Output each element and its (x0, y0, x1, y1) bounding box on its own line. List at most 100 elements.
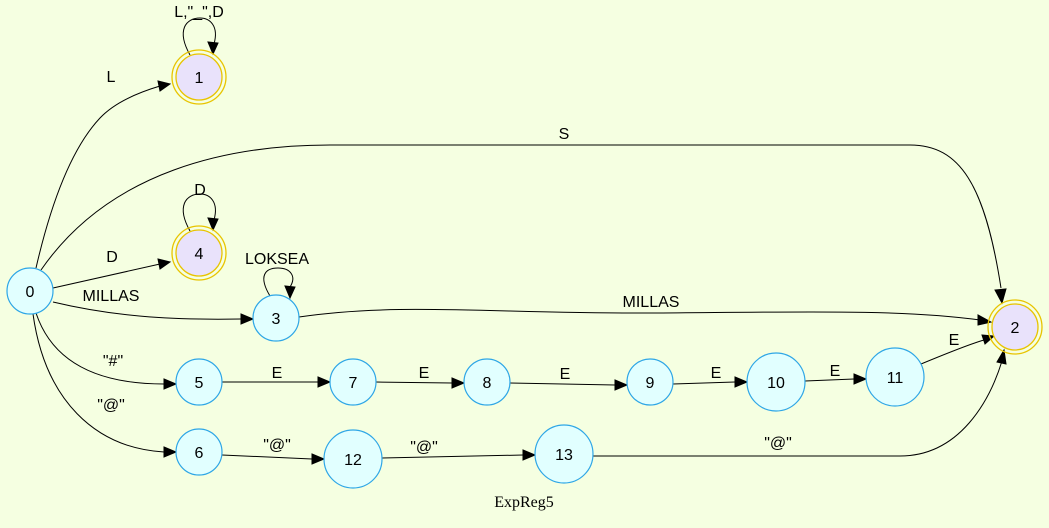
transition-0-to-5: "#" (35, 312, 178, 390)
transition-arrow (32, 313, 165, 453)
transition-arrow (298, 308, 981, 321)
state-label: 12 (344, 452, 362, 469)
arrowhead (284, 285, 296, 300)
state-3[interactable]: 3 (252, 294, 300, 342)
arrowhead (240, 313, 255, 325)
state-0[interactable]: 0 (6, 267, 54, 315)
transition-label: LOKSEA (245, 251, 309, 268)
state-circle (746, 352, 806, 412)
transition-arrow (381, 454, 524, 459)
state-7[interactable]: 7 (329, 358, 377, 406)
arrowhead (734, 376, 749, 388)
transition-label: E (949, 332, 960, 349)
state-12[interactable]: 12 (323, 429, 383, 489)
state-13[interactable]: 13 (534, 424, 594, 484)
transition-arrow (182, 17, 216, 56)
state-label: 11 (887, 370, 904, 387)
transition-arrow (35, 312, 165, 385)
transition-arrow (920, 339, 985, 365)
state-1[interactable]: 1 (171, 49, 227, 105)
state-circle (6, 267, 54, 315)
state-6[interactable]: 6 (175, 428, 223, 476)
transition-label: "@" (410, 439, 438, 456)
state-5[interactable]: 5 (175, 358, 223, 406)
state-label: 10 (767, 375, 785, 392)
arrowhead (522, 449, 537, 461)
state-label: 3 (272, 311, 281, 328)
state-circle (463, 358, 511, 406)
transition-label: S (559, 126, 570, 143)
state-11[interactable]: 11 (865, 347, 925, 407)
state-circle (175, 53, 223, 101)
state-label: 2 (1011, 320, 1020, 337)
transition-arrow (509, 382, 616, 386)
state-label: 4 (195, 246, 204, 263)
transition-13-to-2: "@" (593, 348, 1007, 457)
transition-label: E (711, 365, 722, 382)
state-label: 9 (646, 375, 655, 392)
transition-label: MILLAS (623, 294, 680, 311)
state-circle (175, 358, 223, 406)
transition-label: "#" (103, 353, 123, 370)
transition-arrow (375, 381, 453, 384)
transition-0-to-4: D (52, 249, 172, 289)
transition-4-to-4: D (182, 182, 219, 232)
diagram-title: ExpReg5 (494, 494, 554, 511)
state-label: 5 (195, 375, 204, 392)
transition-3-to-3: LOKSEA (245, 251, 309, 300)
transition-arrow (182, 193, 216, 232)
state-10[interactable]: 10 (746, 352, 806, 412)
arrowhead (614, 379, 629, 391)
state-circle (175, 428, 223, 476)
transition-arrow (52, 301, 242, 320)
transition-label: D (194, 182, 206, 199)
transition-arrow (672, 381, 736, 385)
transition-label: "@" (263, 437, 291, 454)
state-label: 13 (555, 447, 573, 464)
transition-3-to-2: MILLAS (298, 294, 993, 326)
arrowhead (157, 258, 172, 270)
state-4[interactable]: 4 (171, 225, 227, 281)
transition-label: E (419, 365, 430, 382)
transition-label: "@" (97, 397, 125, 414)
transition-arrow (593, 360, 1003, 457)
arrowhead (317, 376, 332, 388)
transition-arrow (263, 267, 294, 297)
transition-5-to-7: E (222, 365, 332, 388)
transition-arrow (35, 85, 161, 269)
transition-0-to-2: S (40, 126, 1007, 305)
state-label: 6 (195, 445, 204, 462)
state-circle (329, 358, 377, 406)
arrowhead (981, 334, 996, 345)
transition-label: "@" (764, 435, 792, 452)
transition-label: E (272, 365, 283, 382)
transition-11-to-2: E (920, 332, 996, 365)
arrowhead (853, 373, 868, 385)
state-circle (991, 303, 1039, 351)
transition-1-to-1: L,"_",D (174, 4, 224, 56)
transition-label: L,"_",D (174, 4, 224, 21)
state-8[interactable]: 8 (463, 358, 511, 406)
transition-7-to-8: E (375, 365, 466, 389)
arrowhead (207, 217, 219, 232)
transition-label: E (560, 366, 571, 383)
transition-0-to-3: MILLAS (52, 288, 255, 325)
transition-label: E (830, 363, 841, 380)
arrowhead (163, 378, 178, 390)
transition-0-to-6: "@" (32, 313, 178, 458)
state-circle (323, 429, 383, 489)
state-2[interactable]: 2 (987, 299, 1043, 355)
accept-ring (171, 225, 227, 281)
state-circle (175, 229, 223, 277)
arrowhead (163, 446, 178, 458)
arrowhead (311, 453, 326, 465)
accept-ring (987, 299, 1043, 355)
transition-label: MILLAS (83, 288, 140, 305)
state-9[interactable]: 9 (626, 358, 674, 406)
accept-ring (171, 49, 227, 105)
arrowhead (451, 377, 466, 389)
transition-6-to-12: "@" (221, 437, 326, 465)
state-circle (252, 294, 300, 342)
